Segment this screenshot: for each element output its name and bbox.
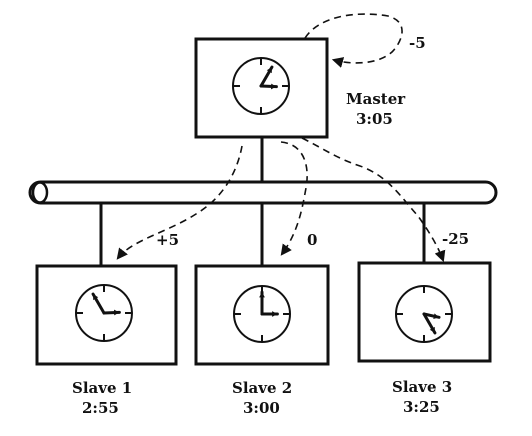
clock-hour-hand-tip — [270, 83, 277, 90]
slave-2-clock-icon — [233, 285, 291, 343]
clock-minute-hand-tip — [266, 67, 272, 74]
slave-2-time: 3:00 — [243, 399, 280, 417]
master-time: 3:05 — [356, 110, 393, 128]
slave-2-label: Slave 2 — [232, 379, 292, 397]
master-label: Master — [346, 90, 406, 108]
master-node: Master 3:05 — [194, 37, 406, 139]
master-to-slave-1-arrow — [116, 145, 243, 260]
slave-2-offset-label: 0 — [307, 231, 317, 249]
clock-hour-hand-tip — [272, 311, 278, 317]
slave-3-node: Slave 3 3:25 — [357, 261, 492, 416]
master-to-slave-2-arrow — [280, 141, 308, 256]
clock-minute-hand-tip — [259, 292, 265, 298]
clock-minute-hand-tip — [429, 326, 435, 333]
slave-3-time: 3:25 — [403, 398, 440, 416]
master-clock-icon — [232, 57, 290, 115]
slave-1-node: Slave 1 2:55 — [35, 264, 178, 417]
master-to-slave-3-arrow — [301, 137, 446, 263]
slave-2-node: Slave 2 3:00 — [194, 264, 330, 417]
clock-minute-hand-tip — [93, 294, 99, 301]
slave-3-label: Slave 3 — [392, 378, 452, 396]
network-bus — [28, 180, 498, 205]
slave-1-clock-icon — [75, 284, 133, 342]
master-self-offset-arrow — [304, 13, 403, 68]
slave-3-clock-icon — [395, 285, 453, 343]
slave-1-time: 2:55 — [82, 399, 119, 417]
master-offset-label: -5 — [409, 34, 426, 52]
slave-3-offset-label: -25 — [442, 230, 469, 248]
clock-hour-hand-tip — [113, 309, 120, 316]
slave-1-offset-label: +5 — [156, 231, 179, 249]
slave-1-label: Slave 1 — [72, 379, 132, 397]
clock-hour-hand-tip — [433, 313, 440, 320]
